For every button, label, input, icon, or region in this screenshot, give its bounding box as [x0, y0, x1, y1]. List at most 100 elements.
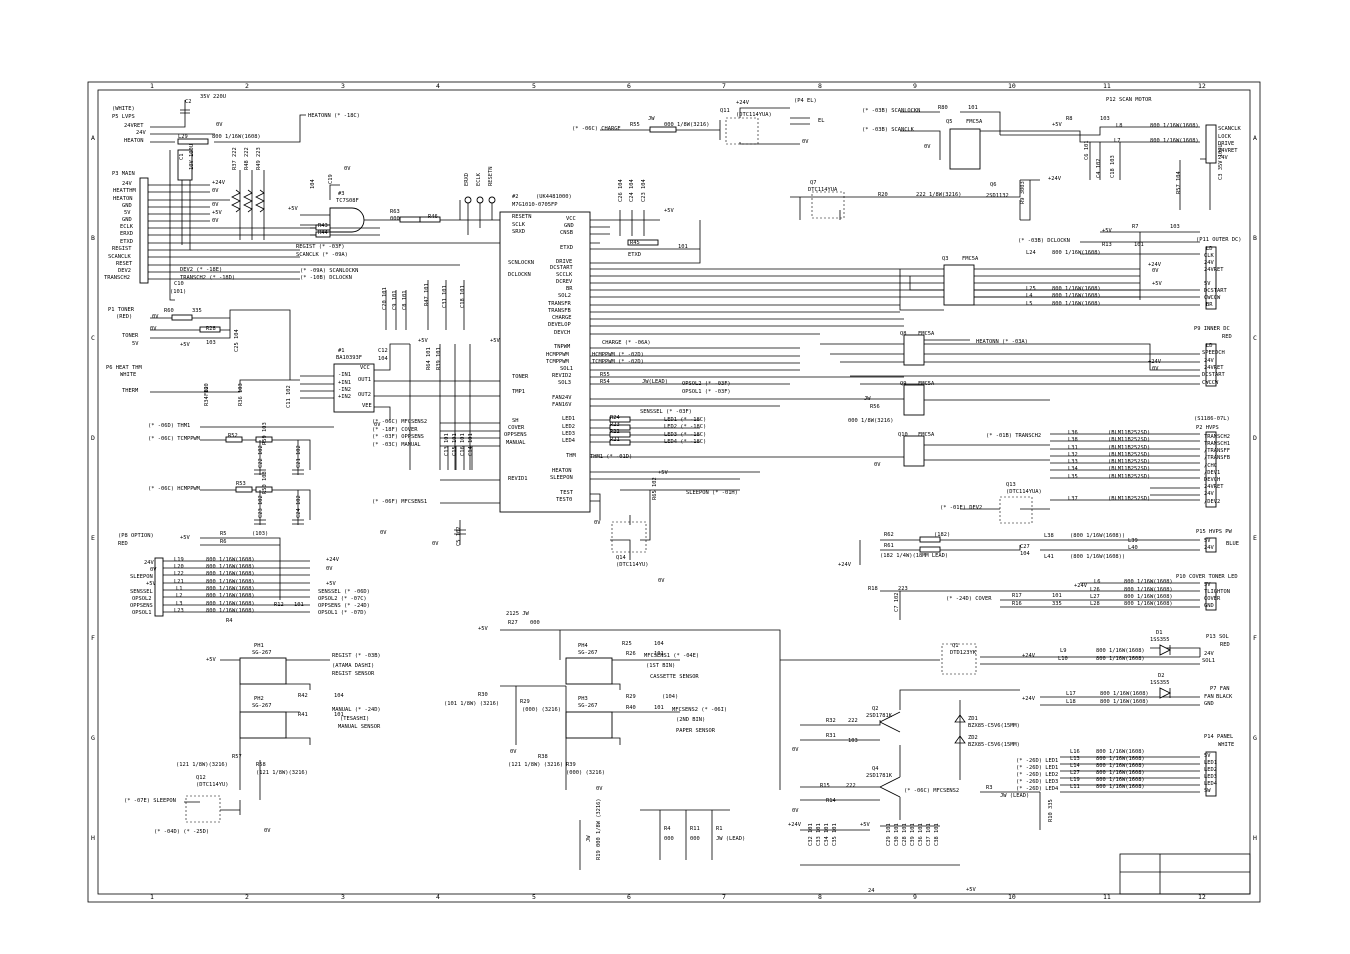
component-label: OPSOL2 (* -03F): [682, 381, 731, 387]
component-label: 800 1/16W(1608): [206, 601, 255, 607]
power-rail-label: 0V: [344, 166, 351, 172]
power-rail-label: 0V: [510, 749, 517, 755]
component-label: OPSOL2: [132, 596, 151, 602]
component-label: 5V: [1204, 538, 1211, 544]
component-label: R17: [1012, 593, 1022, 599]
component-label: 5V: [1204, 582, 1211, 588]
component-label: (104): [662, 694, 678, 700]
component-label: (* -26D) LED3: [1016, 779, 1058, 785]
component-label: DEV2: [118, 268, 131, 274]
power-rail-label: 0V: [658, 578, 665, 584]
component-label: (* -07E) SLEEPON: [124, 798, 176, 804]
component-label: BR: [1206, 302, 1213, 308]
component-label: TRANSFB: [548, 308, 571, 314]
component-label: DTD123YK: [950, 650, 977, 656]
component-label: HEATON: [552, 468, 571, 474]
component-label: BR: [566, 286, 573, 292]
component-label: TRANSFR: [548, 301, 571, 307]
component-label: (DTC114YU): [196, 782, 228, 788]
component-label: 5V: [1204, 281, 1211, 287]
component-value-label: JW: [586, 835, 592, 842]
frame-row-letter: C: [91, 334, 95, 342]
component-label: OPSOL1 (* -03F): [682, 389, 731, 395]
component-label: 101: [1134, 242, 1144, 248]
component-label: L40: [1128, 545, 1138, 551]
component-label: FMC5A: [918, 432, 935, 438]
component-label: (* -06C) TCMPPWM: [148, 436, 201, 442]
component-label: Q5: [946, 119, 953, 125]
component-label: P12 SCAN MOTOR: [1106, 97, 1152, 103]
component-label: LD: [1206, 343, 1213, 349]
frame-column-number: 3: [341, 82, 345, 90]
component-label: L7: [1114, 138, 1121, 144]
component-value-label: C24 104: [629, 179, 635, 202]
component-label: 103: [848, 738, 858, 744]
component-label: -IN2: [338, 387, 351, 393]
component-value-label: R39 101: [436, 347, 442, 370]
component-label: L31: [1068, 445, 1078, 451]
component-label: P15 HVPS PW: [1196, 529, 1232, 535]
component-label: (* -01B) TRANSCH2: [986, 433, 1041, 439]
component-label: MANUAL: [506, 440, 525, 446]
component-value-label: C18 101: [460, 285, 466, 308]
component-label: R54: [600, 379, 610, 385]
component-label: TONER: [122, 333, 139, 339]
component-label: #2: [512, 194, 519, 200]
component-label: DCSTART: [1202, 372, 1225, 378]
component-label: (BLM11B252SD): [1108, 474, 1150, 480]
component-label: 104: [654, 641, 664, 647]
component-label: CWCCW: [1204, 295, 1221, 301]
component-label: R40: [626, 705, 636, 711]
component-label: (* -26D) LED2: [1016, 772, 1058, 778]
component-label: C12: [378, 348, 388, 354]
component-label: (* -03B) SCANLOCKN: [862, 108, 920, 114]
component-label: 104: [378, 356, 388, 362]
component-label: (TESASHI): [340, 716, 369, 722]
component-label: 800 1/16W(1608): [206, 586, 255, 592]
component-label: WHITE: [120, 372, 136, 378]
power-rail-label: +24V: [212, 180, 226, 186]
component-value-label: C31 101: [442, 285, 448, 308]
component-value-label: C39 101: [910, 823, 916, 846]
component-label: R7: [1132, 224, 1139, 230]
component-label: (BLM11B252SD): [1108, 445, 1150, 451]
component-label: (DTC114YU): [616, 562, 648, 568]
component-label: L6: [1094, 579, 1101, 585]
component-label: 24VRET: [1204, 267, 1224, 273]
frame-row-letter: H: [1253, 834, 1257, 842]
component-label: DTC114YUA: [808, 187, 838, 193]
component-label: LED2: [1204, 767, 1217, 773]
component-label: COVER: [508, 425, 525, 431]
component-label: 800 1/16W(1608): [1096, 656, 1145, 662]
frame-column-number: 10: [1008, 82, 1016, 90]
component-label: 222 1/8W(3216): [916, 192, 961, 198]
component-label: SOL3: [558, 380, 571, 386]
power-rail-label: +24V: [326, 557, 340, 563]
component-label: R22: [610, 429, 620, 435]
component-label: P2 HVPS: [1196, 425, 1219, 431]
component-label: R16: [1012, 601, 1022, 607]
component-label: THM1 (* -01D): [590, 454, 632, 460]
component-label: (S1186-07L): [1194, 416, 1230, 422]
component-label: R5: [220, 531, 227, 537]
component-label: (* -03B) SCANCLK: [862, 127, 915, 133]
component-label: R24: [610, 415, 620, 421]
component-value-label: C33 101: [816, 823, 822, 846]
component-label: R1: [716, 826, 723, 832]
frame-column-number: 6: [627, 82, 631, 90]
component-label: L1: [176, 586, 183, 592]
component-label: 800 1/16W(1608): [1150, 123, 1199, 129]
component-label: TONER: [512, 374, 529, 380]
component-label: LED1 (* -18C): [664, 417, 706, 423]
component-label: (* -06C) HCMPPWM: [148, 486, 201, 492]
frame-row-letter: F: [1253, 634, 1257, 642]
frame-row-letter: G: [91, 734, 95, 742]
component-label: OPPSENS: [130, 603, 153, 609]
component-value-label: C24 102: [296, 495, 302, 518]
component-label: L37: [1068, 496, 1078, 502]
component-label: 24V: [144, 560, 154, 566]
component-label: DEVCH: [1204, 477, 1220, 483]
component-label: (182 1/4W)(18MM LEAD): [880, 553, 948, 559]
component-label: 222: [846, 783, 856, 789]
